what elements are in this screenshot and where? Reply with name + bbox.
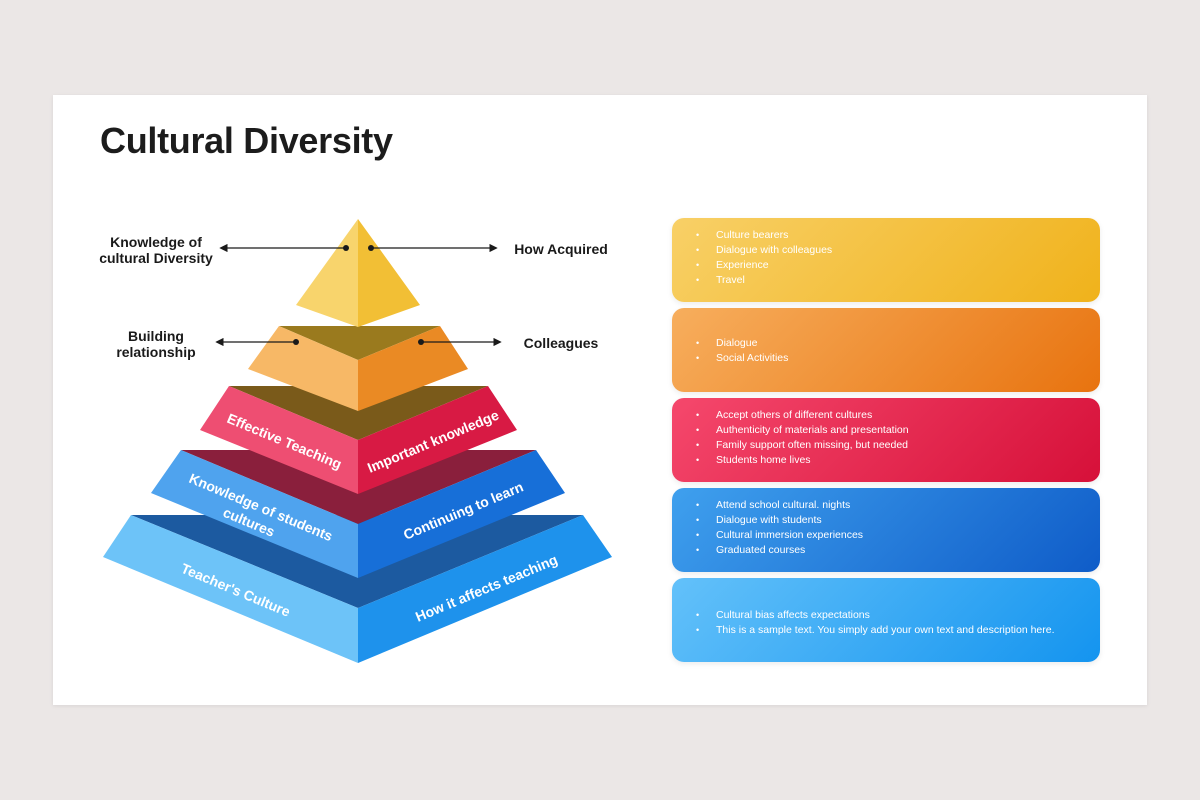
list-item: Family support often missing, but needed [696,438,1100,453]
list-item: Accept others of different cultures [696,408,1100,423]
level-4-right-face [358,450,565,578]
level-5-right-face [358,515,612,663]
label-colleagues: Colleagues [523,335,599,351]
label-building-relationship: Building relationship [116,328,196,360]
level-1-left-face [296,219,358,327]
info-card-3-list: Accept others of different cultures Auth… [672,408,1100,468]
slide-title: Cultural Diversity [100,120,393,161]
connector-top-left [219,243,349,253]
info-card-5-list: Cultural bias affects expectations This … [672,608,1100,638]
level-3-right-face [358,386,517,494]
connector-top-right [368,243,498,253]
info-card-2-list: Dialogue Social Activities [672,336,1100,366]
level-3-left-face [200,386,358,494]
list-item: Graduated courses [696,543,1100,558]
level-5-left-face [103,515,358,663]
list-item: Dialogue with students [696,513,1100,528]
level-1-right-face [358,219,420,327]
list-item: This is a sample text. You simply add yo… [696,623,1100,638]
list-item: Cultural immersion experiences [696,528,1100,543]
level-3-top [229,386,488,440]
pyramid-level-2 [248,326,468,411]
list-item: Authenticity of materials and presentati… [696,423,1100,438]
list-item: Social Activities [696,351,1100,366]
info-card-2: Dialogue Social Activities [672,308,1100,392]
info-card-5: Cultural bias affects expectations This … [672,578,1100,662]
level-2-right-face [358,326,468,411]
info-card-1: Culture bearers Dialogue with colleagues… [672,218,1100,302]
list-item: Cultural bias affects expectations [696,608,1100,623]
label-how-acquired: How Acquired [514,241,608,257]
info-card-3: Accept others of different cultures Auth… [672,398,1100,482]
list-item: Culture bearers [696,228,1100,243]
list-item: Dialogue [696,336,1100,351]
list-item: Students home lives [696,453,1100,468]
list-item: Experience [696,258,1100,273]
info-card-1-list: Culture bearers Dialogue with colleagues… [672,228,1100,288]
connector-mid-right [418,337,502,347]
level-4-left-face [151,450,358,578]
pyramid-level-3 [200,386,517,494]
list-item: Dialogue with colleagues [696,243,1100,258]
label-knowledge-cultural-diversity: Knowledge of cultural Diversity [99,234,213,266]
pyramid-level-1 [296,219,420,327]
level-2-top [279,326,440,360]
level-2-left-face [248,326,358,411]
connector-mid-left [215,337,299,347]
list-item: Travel [696,273,1100,288]
list-item: Attend school cultural. nights [696,498,1100,513]
info-card-4-list: Attend school cultural. nights Dialogue … [672,498,1100,558]
info-card-4: Attend school cultural. nights Dialogue … [672,488,1100,572]
